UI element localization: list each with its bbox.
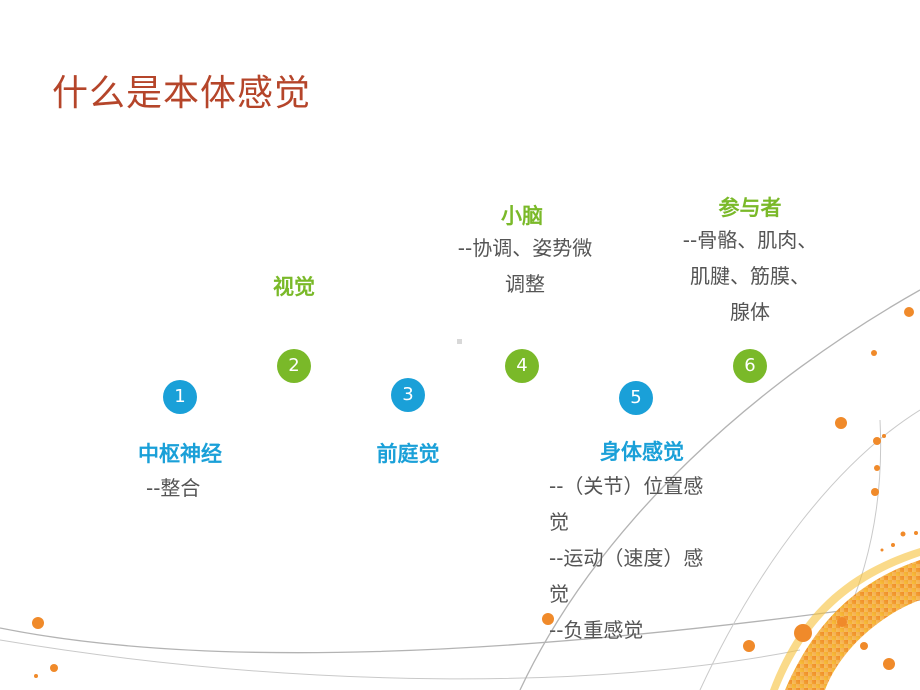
page-title: 什么是本体感觉 bbox=[52, 73, 312, 114]
step-2-circle: 2 bbox=[277, 349, 311, 383]
step-1-circle: 1 bbox=[163, 380, 197, 414]
step-6-label: 参与者 bbox=[718, 196, 782, 220]
step-4-circle: 4 bbox=[505, 349, 539, 383]
description-line: 觉 bbox=[549, 510, 569, 534]
step-5-label: 身体感觉 bbox=[600, 440, 684, 464]
description-line: --骨骼、肌肉、 bbox=[682, 228, 818, 252]
description-line: --负重感觉 bbox=[549, 618, 644, 642]
decorative-dot bbox=[457, 339, 462, 344]
step-3-circle: 3 bbox=[391, 378, 425, 412]
description-line: 肌腱、筋膜、 bbox=[690, 264, 810, 288]
step-1-label: 中枢神经 bbox=[138, 442, 222, 466]
description-line: --协调、姿势微 bbox=[457, 236, 593, 260]
description-line: --（关节）位置感 bbox=[549, 474, 704, 498]
step-1-description: --整合 bbox=[146, 470, 200, 506]
step-6-circle: 6 bbox=[733, 349, 767, 383]
step-5-description: --（关节）位置感 觉 --运动（速度）感 觉 --负重感觉 bbox=[549, 468, 703, 648]
description-line: --运动（速度）感 bbox=[549, 546, 704, 570]
description-line: 调整 bbox=[505, 272, 545, 296]
description-line: --整合 bbox=[146, 476, 201, 500]
description-line: 觉 bbox=[549, 582, 569, 606]
step-4-label: 小脑 bbox=[501, 204, 543, 228]
step-3-label: 前庭觉 bbox=[376, 442, 440, 466]
step-6-description: --骨骼、肌肉、 肌腱、筋膜、 腺体 bbox=[660, 222, 840, 330]
step-2-label: 视觉 bbox=[273, 275, 315, 299]
step-4-description: --协调、姿势微 调整 bbox=[440, 230, 610, 302]
step-5-circle: 5 bbox=[619, 381, 653, 415]
description-line: 腺体 bbox=[730, 300, 770, 324]
